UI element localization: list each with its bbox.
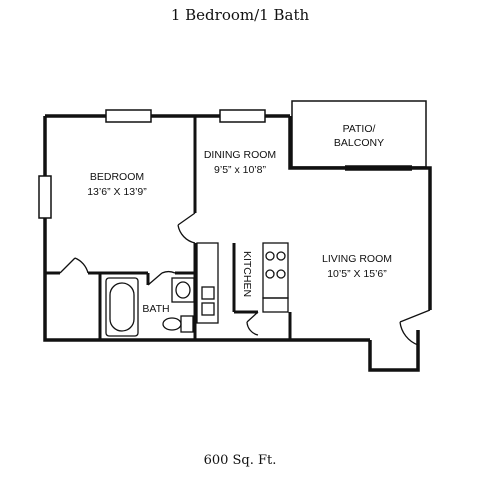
bath-fixtures bbox=[105, 277, 195, 337]
stove bbox=[262, 242, 289, 299]
fridge bbox=[262, 297, 289, 313]
bath-label: BATH bbox=[142, 303, 169, 315]
interior-walls bbox=[45, 116, 292, 340]
kitchen-fixtures bbox=[196, 242, 289, 324]
doors bbox=[59, 212, 431, 346]
toilet bbox=[162, 317, 182, 331]
dining-label: DINING ROOM bbox=[204, 149, 276, 161]
kitchen-label: KITCHEN bbox=[241, 251, 253, 297]
window-dining-top bbox=[219, 109, 266, 123]
bedroom-dims: 13’6” X 13’9” bbox=[87, 186, 147, 198]
windows bbox=[38, 109, 266, 219]
patio-label-line1: PATIO/ bbox=[343, 123, 376, 135]
square-footage: 600 Sq. Ft. bbox=[203, 453, 277, 468]
bedroom-label: BEDROOM bbox=[90, 171, 144, 183]
window-bedroom-top bbox=[105, 109, 152, 123]
dining-dims: 9’5” x 10’8” bbox=[214, 164, 266, 176]
living-dims: 10’5” X 15’6” bbox=[327, 268, 387, 280]
patio-balcony bbox=[291, 100, 427, 171]
bath-sink bbox=[171, 277, 195, 303]
living-label: LIVING ROOM bbox=[322, 253, 392, 265]
plan-title: 1 Bedroom/1 Bath bbox=[170, 6, 310, 24]
window-bedroom-left bbox=[38, 175, 52, 219]
bathtub bbox=[105, 277, 139, 337]
kitchen-counter bbox=[196, 242, 219, 324]
patio-label-line2: BALCONY bbox=[334, 137, 384, 149]
